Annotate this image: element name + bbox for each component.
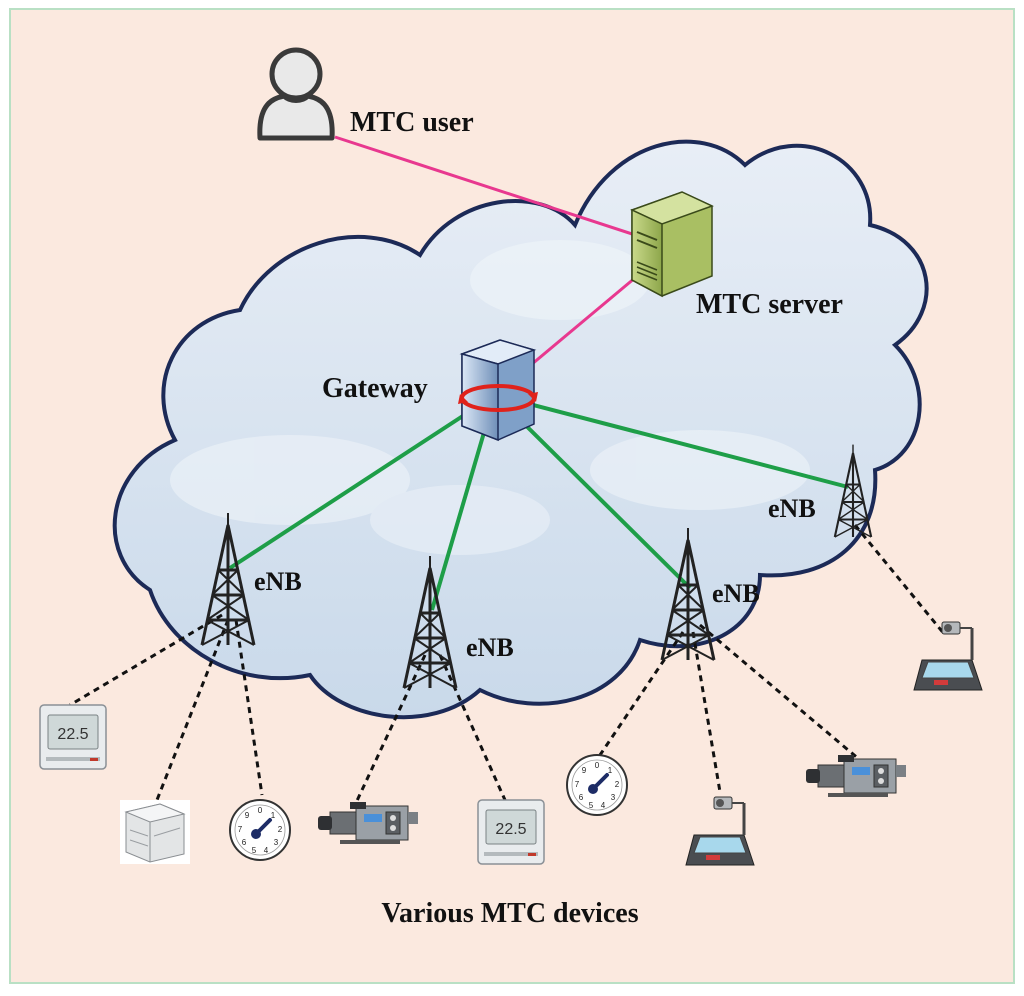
dial-gauge-icon (565, 753, 629, 817)
thermostat-reading: 22.5 (495, 821, 526, 838)
dial-gauge-icon (228, 798, 292, 862)
devices-caption: Various MTC devices (381, 898, 638, 929)
gateway-label: Gateway (322, 373, 428, 404)
thermostat-icon: 22.5 (477, 799, 545, 865)
gateway-icon (458, 339, 538, 442)
mtc-user-label: MTC user (350, 107, 474, 138)
server-icon (630, 191, 714, 298)
thermostat-reading: 22.5 (57, 726, 88, 743)
mtc-server-label: MTC server (696, 289, 843, 320)
printer-icon (119, 799, 191, 865)
enb-label-3: eNB (712, 579, 760, 608)
cloud-highlights (170, 240, 810, 555)
enb-label-2: eNB (466, 633, 514, 662)
user-icon (257, 47, 335, 141)
thermostat-icon: 22.5 (39, 704, 107, 770)
enb-label-4: eNB (768, 494, 816, 523)
device-links (69, 524, 947, 806)
enb-label-1: eNB (254, 567, 302, 596)
